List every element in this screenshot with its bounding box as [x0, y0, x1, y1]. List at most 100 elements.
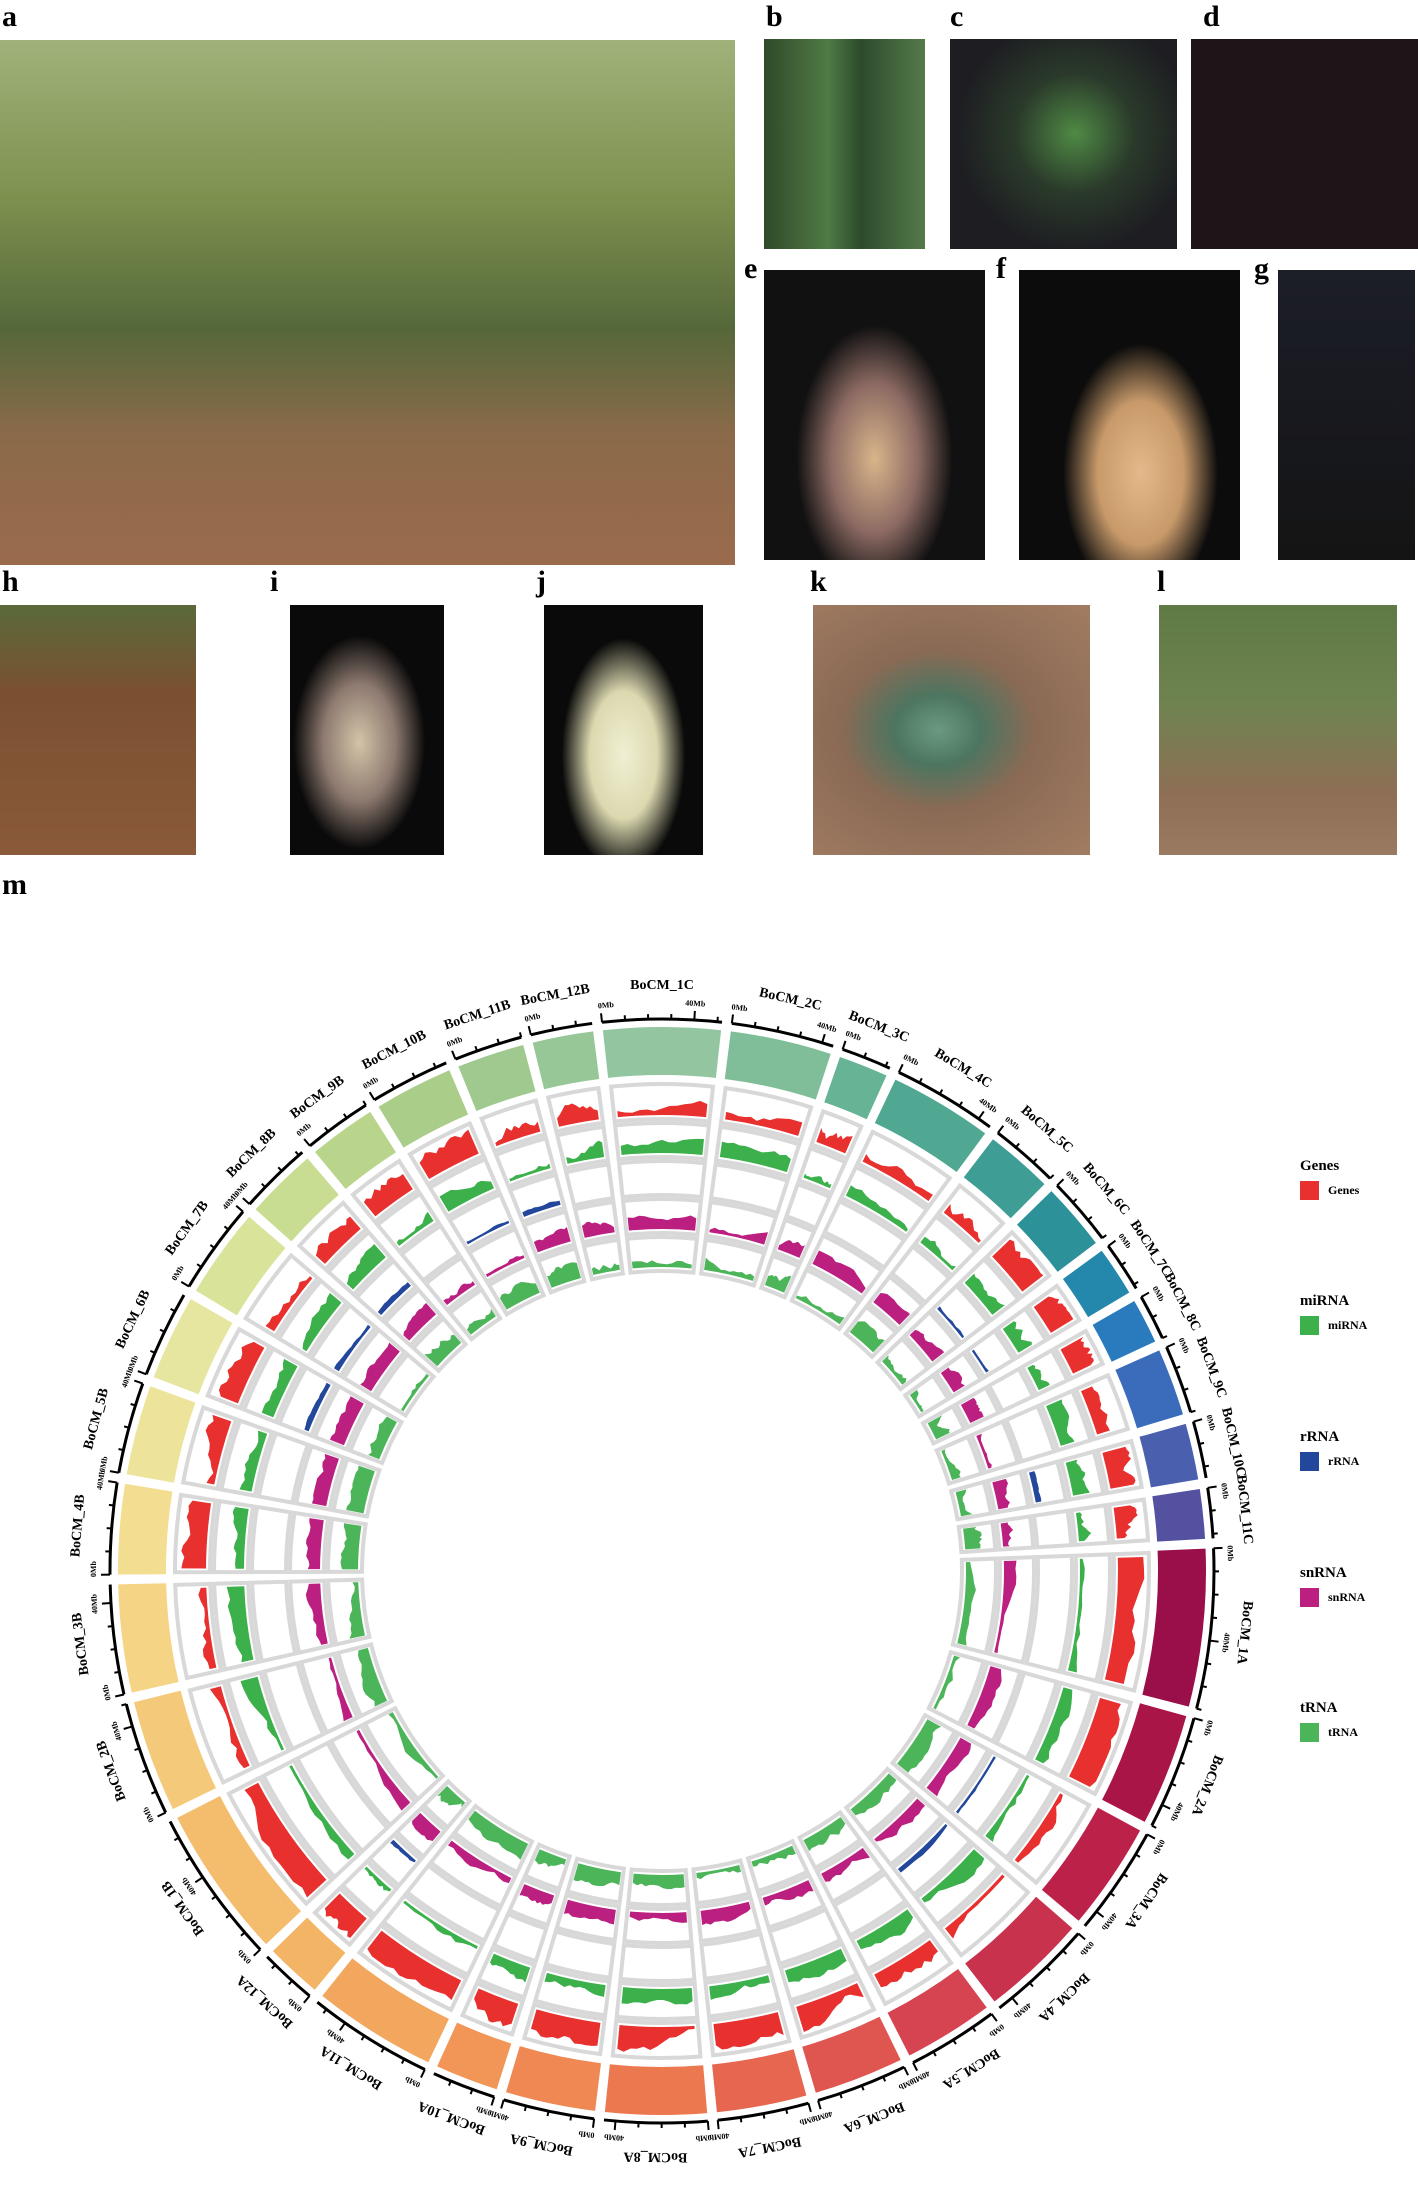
ideogram-BoCM_8C	[1092, 1301, 1156, 1362]
track-rrna-area	[304, 1382, 331, 1432]
tick-label: 0Mb	[474, 2104, 493, 2118]
track-mirna-area	[403, 1900, 478, 1950]
track-genes-area	[1014, 1793, 1063, 1863]
track-genes-area	[1113, 1505, 1138, 1539]
track-frame	[350, 1158, 421, 1225]
track-trna-area	[909, 1389, 924, 1413]
track-snrna-area	[909, 1329, 945, 1362]
tick-mark	[1011, 1997, 1019, 2006]
tick-label: 40Mb	[1168, 1801, 1185, 1823]
tick-axis	[1195, 1548, 1216, 1709]
tick-label: 0Mb	[798, 2114, 816, 2127]
tick-axis	[603, 2118, 708, 2125]
ideogram-BoCM_4B	[118, 1483, 173, 1575]
legend-label: rRNA	[1328, 1454, 1360, 1468]
track-mirna-area	[845, 1185, 908, 1232]
legend-title: Genes	[1300, 1158, 1340, 1174]
tick-mark	[997, 1125, 1005, 1134]
tick-mark	[157, 1811, 167, 1818]
tick-mark	[1028, 1982, 1034, 1988]
tick-label: 0Mb	[89, 1560, 98, 1577]
tick-label: 0Mb	[1219, 1482, 1230, 1500]
track-frame	[994, 1514, 1036, 1552]
track-frame	[521, 2002, 607, 2057]
tick-mark	[108, 1503, 115, 1507]
ideogram-BoCM_4C	[874, 1079, 986, 1172]
photo-f-peeled-shoot	[1019, 270, 1240, 560]
ideogram-BoCM_2A	[1102, 1703, 1187, 1822]
tick-mark	[912, 2062, 919, 2072]
legend-mirna: miRNA miRNA	[1300, 1293, 1367, 1335]
track-mirna-area	[1068, 1558, 1085, 1673]
track-frame	[427, 1156, 502, 1220]
track-snrna-area	[519, 1884, 555, 1905]
tick-label: 0Mb	[445, 1034, 464, 1048]
track-trna-area	[534, 1849, 567, 1867]
track-frame	[809, 1108, 864, 1162]
track-mirna-area	[226, 1586, 254, 1663]
tick-label: 0Mb	[126, 1353, 140, 1372]
track-frame	[241, 1345, 306, 1425]
photo-i-shoot	[290, 605, 444, 855]
track-rrna-area	[1029, 1471, 1042, 1503]
tick-axis	[117, 1383, 145, 1474]
track-genes-area	[367, 1930, 462, 2001]
track-snrna-area	[412, 1812, 441, 1841]
tick-label: 40Mb	[89, 1593, 99, 1614]
track-frame	[451, 1803, 535, 1875]
track-frame	[478, 1098, 548, 1154]
tick-mark	[523, 2105, 527, 2112]
tick-mark	[180, 1280, 190, 1288]
track-trna-area	[358, 1647, 388, 1707]
chromosome-label: BoCM_12B	[519, 982, 591, 1010]
track-trna-area	[547, 1262, 581, 1288]
track-frame	[347, 1402, 405, 1466]
photo-j-sliced-shoot	[544, 605, 703, 855]
tick-axis	[266, 1955, 311, 1998]
track-frame	[1019, 1347, 1071, 1398]
tick-mark	[303, 1995, 311, 2004]
legend-swatch	[1300, 1723, 1319, 1742]
chromosome-label: BoCM_11B	[442, 997, 512, 1033]
track-genes-area	[530, 2009, 601, 2046]
track-mirna-area	[856, 1909, 914, 1950]
photo-g-shoot-series	[1278, 270, 1415, 560]
tick-mark	[1146, 1833, 1156, 1840]
track-frame	[783, 1181, 833, 1231]
legend-title: rRNA	[1300, 1429, 1340, 1445]
tick-mark	[1207, 1485, 1217, 1489]
track-trna-area	[850, 1773, 897, 1816]
chromosome-label: BoCM_10C	[1218, 1406, 1248, 1478]
tick-mark	[1062, 1949, 1068, 1955]
track-mirna-area	[920, 1236, 957, 1271]
tick-label: 0Mb	[844, 1029, 863, 1043]
tick-mark	[1133, 1281, 1139, 1286]
panel-label-b: b	[766, 0, 783, 33]
chromosome-label: BoCM_5A	[939, 2045, 1002, 2092]
tick-label: 40Mb	[977, 1096, 999, 1115]
tick-mark	[807, 2102, 812, 2113]
tick-axis	[108, 1584, 126, 1695]
track-snrna-area	[360, 1342, 400, 1392]
legend-rrna: rRNA rRNA	[1300, 1429, 1359, 1471]
track-trna-area	[368, 1416, 397, 1460]
tick-axis	[731, 1021, 834, 1048]
track-snrna-area	[812, 1250, 866, 1294]
track-frame	[532, 1965, 612, 2018]
tick-mark	[261, 1182, 266, 1188]
track-frame	[466, 1226, 532, 1285]
chromosome-label: BoCM_4A	[1035, 1970, 1092, 2025]
track-mirna-area	[239, 1430, 268, 1492]
tick-mark	[411, 1072, 416, 1078]
track-frame	[778, 1941, 860, 2003]
chromosome-label: BoCM_11C	[1233, 1474, 1255, 1545]
tick-axis	[454, 1035, 522, 1061]
track-rrna-area	[955, 1756, 996, 1814]
track-frame	[959, 1659, 1023, 1744]
track-frame	[565, 1856, 627, 1905]
ideogram-BoCM_7B	[195, 1216, 286, 1316]
tick-mark	[693, 1010, 696, 1021]
track-frame	[353, 1258, 419, 1323]
track-trna-area	[346, 1465, 375, 1514]
track-frame	[614, 1980, 700, 2021]
